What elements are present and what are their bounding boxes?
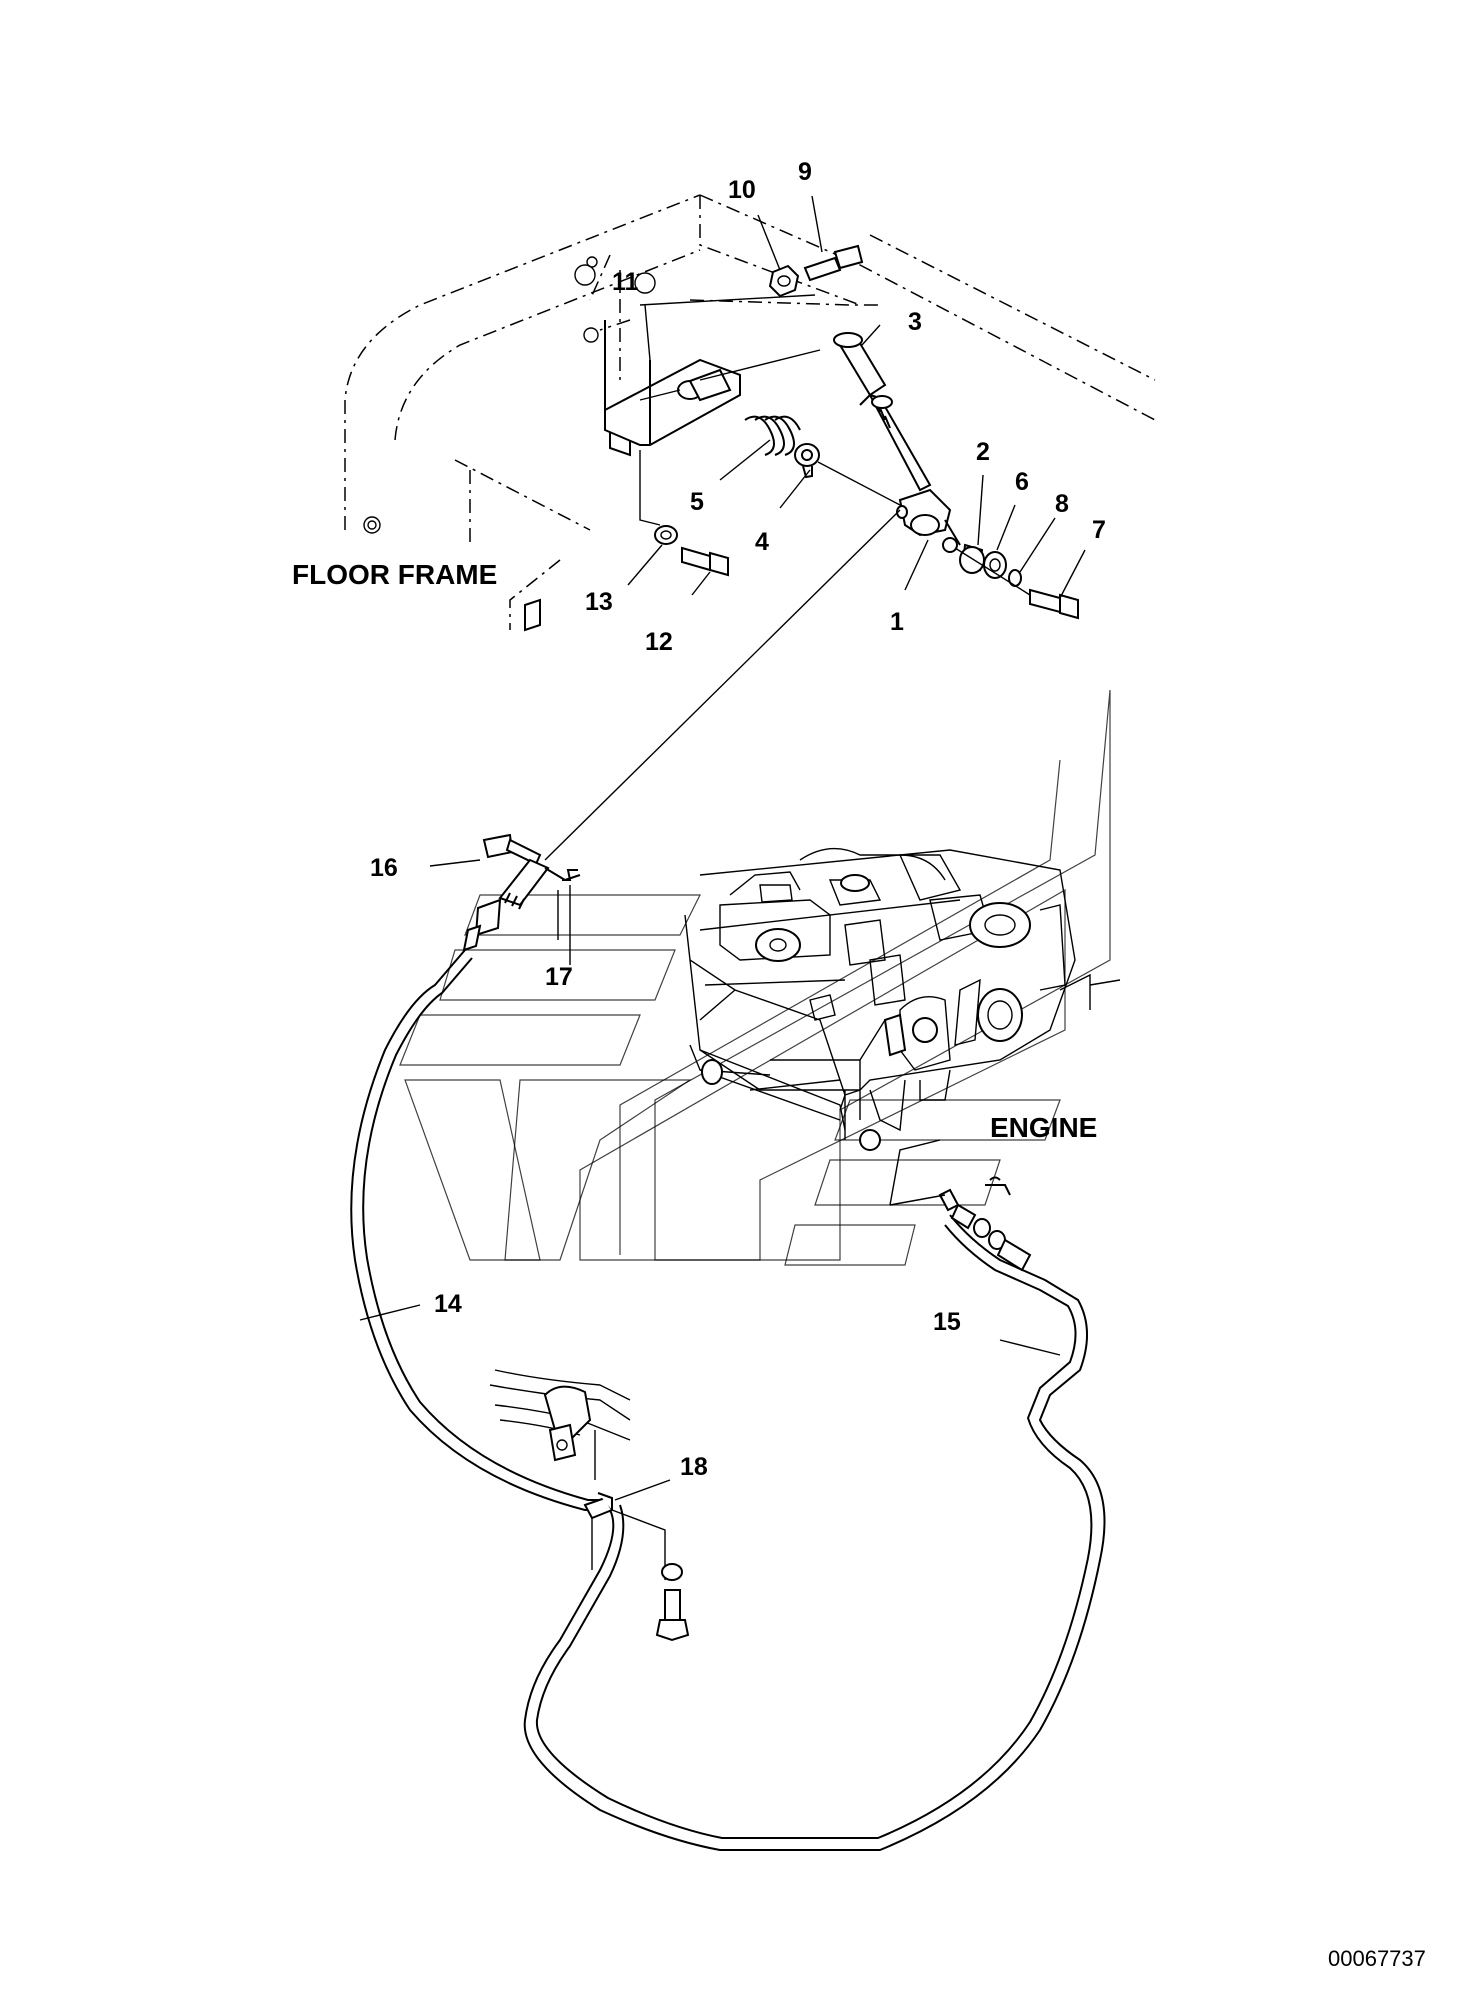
callout-leaders [359, 195, 1086, 1501]
floor-frame-outline [344, 194, 1156, 632]
bushing-2 [959, 543, 985, 574]
pedal-rod [871, 395, 893, 429]
callout-16: 16 [370, 854, 398, 882]
hose-bracket [489, 1369, 631, 1480]
callout-labels: 1 2 3 4 5 6 7 8 9 10 11 12 13 14 15 16 1… [370, 158, 1106, 1481]
bolt-7 [1029, 588, 1079, 620]
callout-10: 10 [728, 176, 756, 204]
engine-label: ENGINE [990, 1112, 1097, 1143]
callout-6: 6 [1015, 468, 1029, 496]
pedal-assembly-leader-lines [639, 294, 1031, 596]
cable-connector-16-17 [462, 833, 581, 952]
callout-7: 7 [1092, 516, 1106, 544]
cable-15 [523, 1214, 1106, 1851]
spring-5 [744, 415, 801, 456]
pedal-pad-3 [833, 332, 887, 406]
callout-2: 2 [976, 438, 990, 466]
callout-12: 12 [645, 628, 673, 656]
callout-4: 4 [755, 528, 769, 556]
floor-frame-label: FLOOR FRAME [292, 559, 497, 590]
bolt-9 [803, 244, 864, 282]
cable-14 [350, 949, 600, 1511]
callout-14: 14 [434, 1290, 462, 1318]
collar-4 [794, 443, 820, 479]
engine-cable-end [889, 1139, 1032, 1272]
callout-15: 15 [933, 1308, 961, 1336]
callout-17: 17 [545, 963, 573, 991]
nut-10 [768, 264, 800, 298]
callout-18: 18 [680, 1453, 708, 1481]
callout-11: 11 [612, 268, 639, 296]
callout-5: 5 [690, 488, 704, 516]
document-number: 00067737 [1328, 1946, 1426, 1971]
engine-assembly [684, 847, 1121, 1151]
engine-lever-assembly [699, 1013, 907, 1120]
callout-9: 9 [798, 158, 812, 186]
watermark-logo [399, 689, 1111, 1266]
clamp-18 [583, 1492, 690, 1642]
bolt-12 [681, 546, 729, 577]
callout-1: 1 [890, 608, 904, 636]
washer-6 [983, 551, 1007, 579]
callout-8: 8 [1055, 490, 1069, 518]
pedal-bracket-11 [604, 320, 741, 457]
washer-13 [654, 525, 678, 545]
callout-3: 3 [908, 308, 922, 336]
assembly-leader-lines [544, 509, 901, 965]
callout-13: 13 [585, 588, 613, 616]
